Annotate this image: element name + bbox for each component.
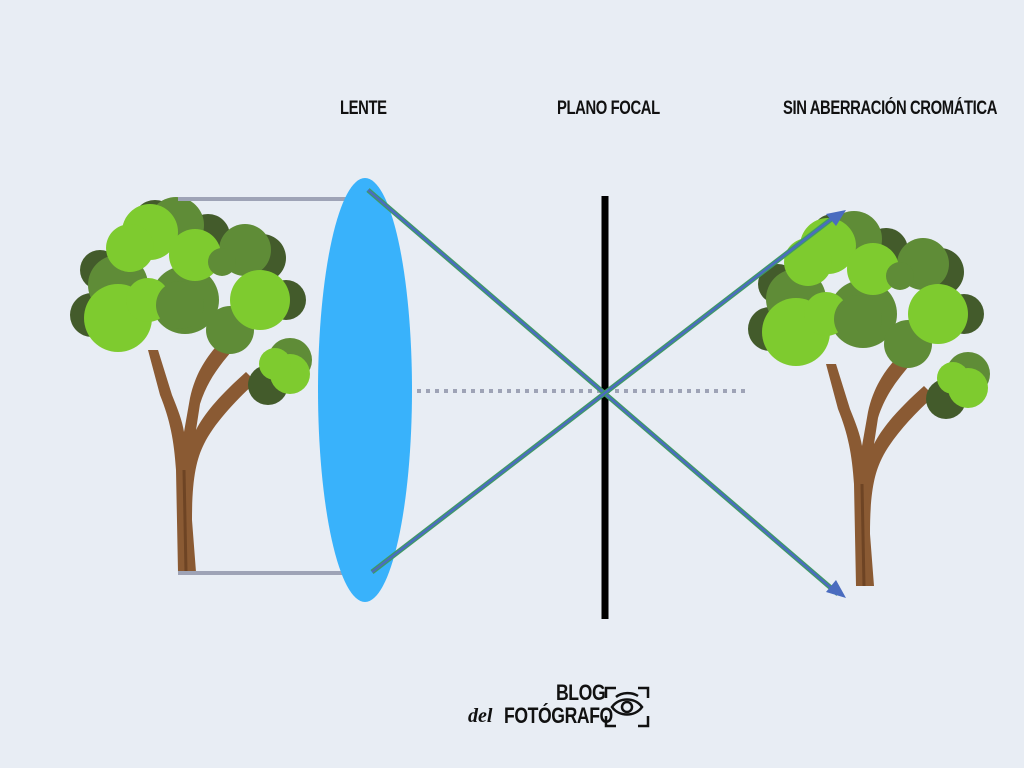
logo-prefix: del — [468, 705, 493, 727]
image-tree — [746, 209, 992, 588]
logo-line1: BLOG — [556, 680, 606, 705]
object-tree — [68, 195, 314, 574]
result-label: SIN ABERRACIÓN CROMÁTICA — [783, 98, 998, 119]
logo-line2: FOTÓGRAFO — [504, 703, 613, 728]
lens — [318, 178, 412, 602]
eye-in-frame-icon — [604, 686, 650, 728]
focal-plane-label: PLANO FOCAL — [557, 98, 660, 119]
lens-label: LENTE — [340, 98, 387, 119]
blog-logo: BLOG del FOTÓGRAFO — [466, 680, 656, 732]
refracted-rays — [366, 188, 846, 598]
